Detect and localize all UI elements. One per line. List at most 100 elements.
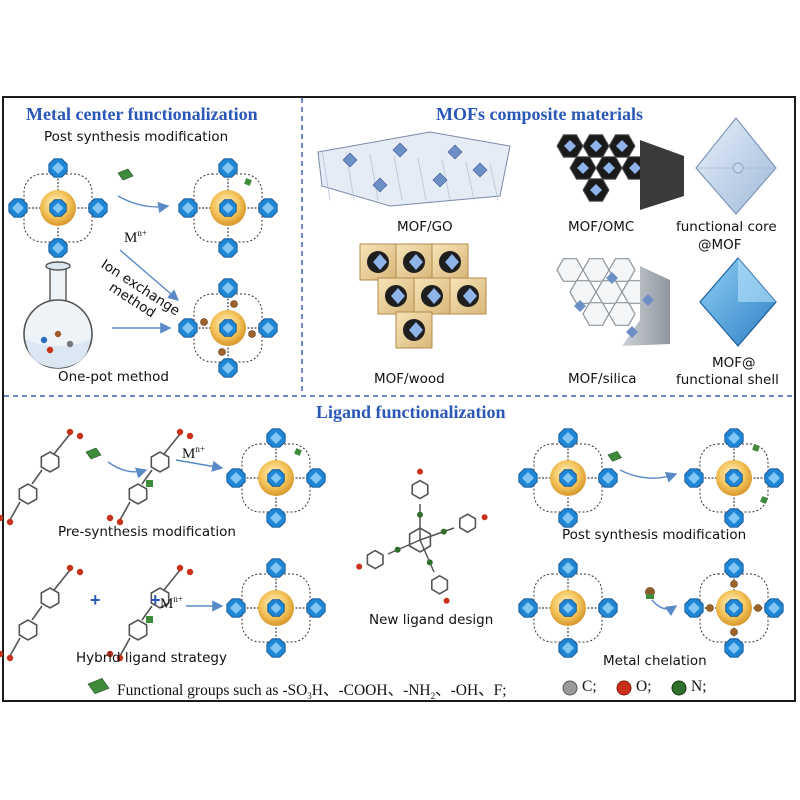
bond (9, 637, 21, 657)
mof-particle-icon (342, 152, 358, 168)
oxygen-atom (186, 568, 194, 576)
legend-carbon: C; (582, 678, 597, 695)
graphene-oxide-sheet (317, 131, 511, 207)
flask-molecule (66, 340, 74, 348)
ligand-molecule-functionalized (106, 428, 194, 526)
flask-liquid (26, 340, 90, 368)
oxygen-atom (116, 654, 124, 662)
oxygen-atom (66, 564, 74, 572)
metal-ion-dot (754, 604, 762, 612)
go-sheet (317, 131, 511, 207)
bond (419, 539, 435, 573)
cluster-facet (262, 322, 274, 334)
mof-particle-icon (373, 254, 387, 270)
mof-particle-icon (574, 300, 586, 312)
oxygen-atom (106, 514, 114, 522)
mof-particle-icon (606, 272, 618, 284)
cluster-facet (52, 162, 64, 174)
ligand-molecule (0, 564, 84, 662)
go-mesh (417, 157, 427, 201)
benzene-ring (408, 527, 432, 553)
bond (53, 433, 71, 455)
mof-wood-label: MOF/wood (374, 371, 445, 387)
nitrogen-atom (417, 511, 423, 518)
functional-group-cube (607, 451, 622, 462)
benzene-ring (128, 483, 148, 505)
metal-center-heading: Metal center functionalization (26, 104, 258, 124)
mof-omc-label: MOF/OMC (568, 219, 635, 235)
mof-shell-octahedron (699, 257, 777, 347)
mof-particle-icon (590, 140, 602, 152)
cluster-facet (728, 472, 740, 484)
cluster-facet (262, 202, 274, 214)
metal-ion-label-top: Mn+ (124, 228, 147, 246)
functional-group-icon (752, 444, 760, 452)
mof-go-label: MOF/GO (397, 219, 453, 235)
bond (31, 605, 43, 621)
go-mesh (393, 155, 403, 201)
nitrogen-atom (440, 528, 447, 535)
arrow-pre-synthesis-1 (107, 461, 148, 479)
bond (9, 501, 21, 521)
metal-ion-dot (230, 300, 238, 308)
cluster-facet (270, 472, 282, 484)
legend-functional-group-icon (87, 678, 110, 695)
benzene-ring (411, 479, 429, 500)
mof-particle-icon (445, 254, 459, 270)
cluster-facet (728, 432, 740, 444)
mof-unit-icon (684, 428, 784, 528)
benzene-ring (150, 451, 170, 473)
silica-pore (556, 258, 584, 282)
bond (141, 469, 153, 485)
post-synthesis-label-bottom: Post synthesis modification (562, 527, 747, 543)
mof-particle-icon (472, 162, 488, 178)
oxygen-atom (76, 568, 84, 576)
flask-molecule (54, 330, 62, 338)
legend-nitrogen: N; (691, 678, 707, 695)
arrow-pre-synthesis-2 (175, 459, 224, 472)
mof-particle-icon (590, 184, 602, 196)
oxygen-atom (6, 518, 14, 526)
metal-ion-label-hybrid: Mn+ (160, 594, 183, 612)
functional-group-cube (85, 447, 102, 460)
cluster-facet (52, 202, 64, 214)
mof-unit-icon (226, 558, 326, 658)
metal-chelation-label: Metal chelation (603, 653, 707, 669)
silica-pore (608, 302, 636, 326)
chelating-agent-base (646, 594, 654, 599)
bond (53, 569, 71, 591)
bond (163, 569, 181, 591)
mof-unit-icon (178, 158, 278, 258)
functional-group-icon (294, 448, 302, 456)
cluster-facet (562, 472, 574, 484)
flask-icon (23, 261, 93, 369)
mof-unit-icon (178, 278, 278, 378)
cluster-facet (522, 472, 534, 484)
oxygen-atom (0, 650, 4, 658)
metal-ion-dot (200, 318, 208, 326)
mof-particle-icon (392, 142, 408, 158)
ligand-heading: Ligand functionalization (316, 402, 506, 422)
silica-body (622, 266, 670, 346)
cluster-facet (728, 602, 740, 614)
cluster-facet (222, 242, 234, 254)
functional-shell-label: functional shell (676, 372, 779, 388)
benzene-ring (128, 619, 148, 641)
metal-ion-dot (730, 580, 738, 588)
plus-icon: + (150, 590, 161, 610)
functional-group-icon (146, 616, 153, 623)
cluster-facet (768, 472, 780, 484)
mof-particle-icon (626, 326, 638, 338)
cluster-facet (270, 562, 282, 574)
oxygen-atom (417, 468, 423, 475)
cluster-facet (728, 562, 740, 574)
arrow-ion-exchange (119, 249, 180, 301)
ligand-molecule-functionalized (106, 564, 194, 662)
cluster-facet (230, 472, 242, 484)
silica-pore (595, 280, 623, 304)
bond (141, 605, 153, 621)
mof-particle-icon (427, 288, 441, 304)
cluster-facet (562, 512, 574, 524)
mof-particle-icon (409, 254, 423, 270)
cluster-facet (270, 512, 282, 524)
